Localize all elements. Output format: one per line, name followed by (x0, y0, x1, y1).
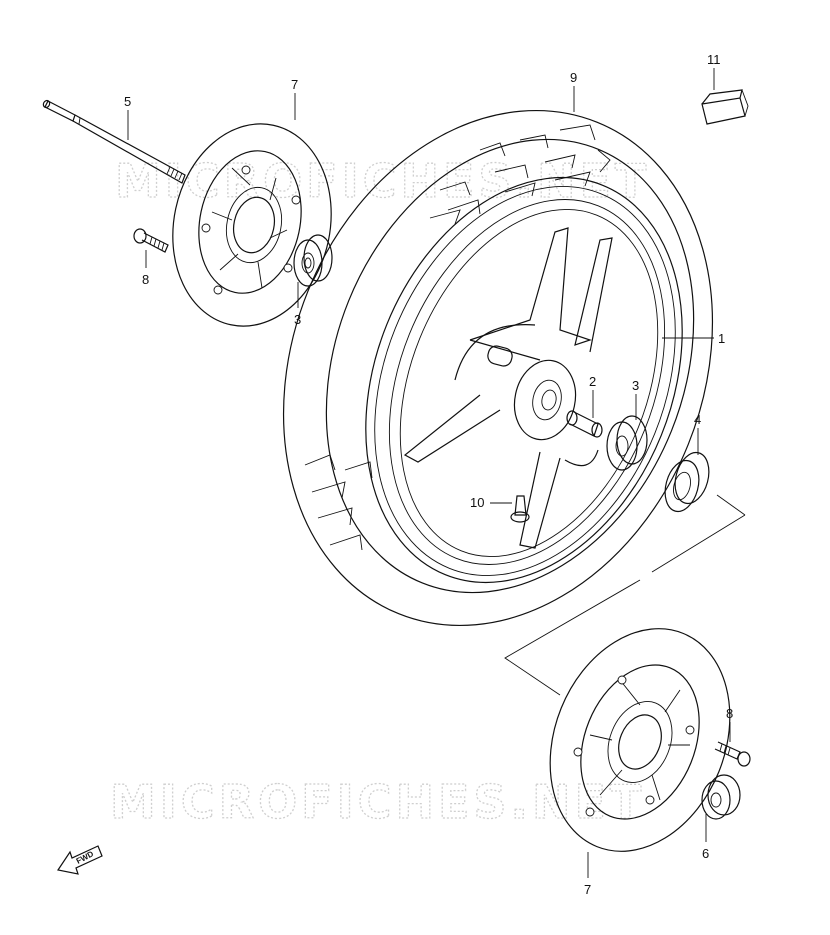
brake-disc-bottom (549, 628, 731, 852)
front-axle (42, 99, 186, 184)
watermark-bottom: MICROFICHES.NET (110, 775, 645, 829)
leader-lines (127, 68, 731, 878)
disc-bolt-top (133, 228, 169, 253)
callout-bearing-left: 3 (294, 312, 301, 327)
callout-axle: 5 (124, 94, 131, 109)
oil-seal (664, 451, 710, 513)
spacer-cap (701, 774, 741, 820)
callout-disc-bottom: 7 (584, 882, 591, 897)
callout-wheel: 1 (718, 331, 725, 346)
brake-disc-top (172, 123, 332, 327)
callout-valve: 10 (470, 495, 484, 510)
callout-spacer: 2 (589, 374, 596, 389)
callout-bolt-bottom: 8 (726, 706, 733, 721)
wheel-assembly (282, 109, 714, 627)
callout-tire: 9 (570, 70, 577, 85)
callout-disc-top: 7 (291, 77, 298, 92)
callout-bearing-right: 3 (632, 378, 639, 393)
air-valve (510, 495, 530, 523)
spacer (566, 410, 603, 438)
callout-oil-seal: 4 (694, 412, 701, 427)
bearing-right (606, 415, 648, 471)
callout-spacer-cap: 6 (702, 846, 709, 861)
disc-bolt-bottom (714, 741, 751, 767)
callout-balancer: 11 (707, 52, 721, 67)
balancer-weight (701, 89, 749, 125)
fwd-arrow-icon: FWD (57, 845, 103, 875)
bearing-left (293, 234, 333, 287)
callout-bolt-top: 8 (142, 272, 149, 287)
